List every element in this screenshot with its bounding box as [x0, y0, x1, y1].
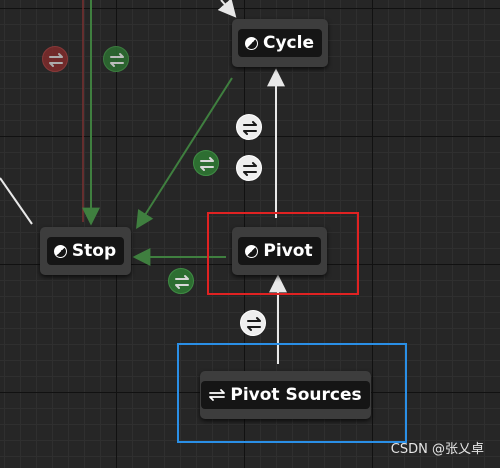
node-label: Pivot Sources — [230, 385, 362, 405]
transition-red-topleft[interactable] — [42, 46, 68, 72]
conduit-node-pivot-sources-inner: Pivot Sources — [201, 381, 370, 409]
conduit-node-pivot-sources[interactable]: Pivot Sources — [200, 371, 371, 419]
transition-white-bottom[interactable] — [240, 310, 266, 336]
node-label: Stop — [71, 241, 117, 261]
transition-green-topleft[interactable] — [103, 46, 129, 72]
wire-white-into-cycle — [217, 0, 237, 18]
state-node-stop-inner: Stop — [46, 237, 125, 265]
state-icon — [245, 36, 258, 50]
state-icon — [245, 244, 259, 258]
transition-white-upper[interactable] — [236, 114, 262, 140]
transition-green-low[interactable] — [168, 268, 194, 294]
highlight-box-blue — [177, 343, 407, 443]
state-node-pivot[interactable]: Pivot — [232, 227, 327, 275]
conduit-swap-icon — [209, 389, 226, 401]
transition-swap-icon — [247, 317, 261, 331]
watermark: CSDN @张乂卓 — [390, 442, 484, 457]
wire-white-left-edge — [0, 177, 33, 225]
state-icon — [53, 244, 67, 258]
node-label: Cycle — [263, 33, 314, 53]
transition-swap-icon — [110, 53, 124, 67]
transition-swap-icon — [175, 275, 189, 289]
state-node-pivot-inner: Pivot — [238, 237, 321, 265]
transition-swap-icon — [243, 162, 257, 176]
highlight-box-red — [207, 212, 359, 295]
wire-green-cycle-to-stop — [136, 77, 233, 230]
node-label: Pivot — [263, 241, 313, 261]
transition-white-lower[interactable] — [236, 155, 262, 181]
transition-swap-icon — [49, 53, 63, 67]
transition-swap-icon — [200, 157, 214, 171]
state-node-cycle-inner: Cycle — [238, 29, 322, 57]
transition-swap-icon — [243, 121, 257, 135]
transition-green-middle[interactable] — [193, 150, 219, 176]
state-node-cycle[interactable]: Cycle — [232, 19, 328, 67]
state-node-stop[interactable]: Stop — [40, 227, 131, 275]
